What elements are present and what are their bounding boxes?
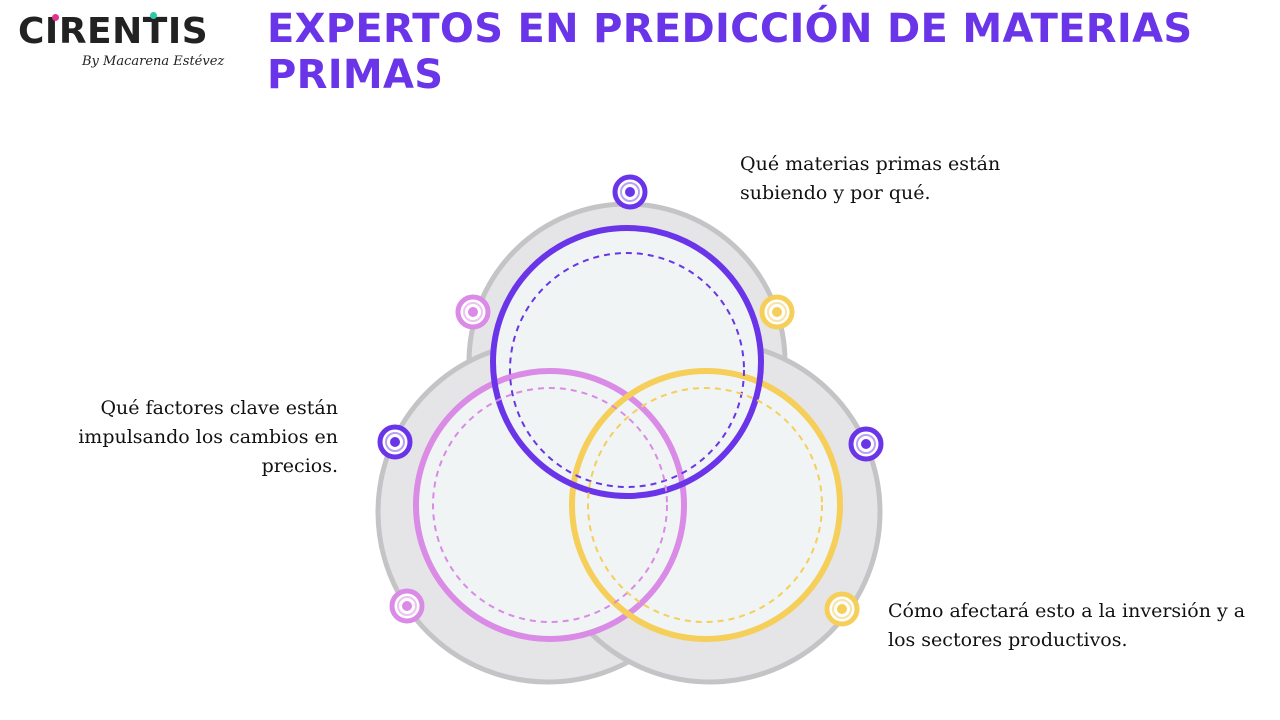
logo-byline: By Macarena Estévez	[82, 54, 225, 69]
page-title: EXPERTOS EN PREDICCIÓN DE MATERIAS PRIMA…	[267, 6, 1193, 98]
label-top-raw-materials: Qué materias primas están subiendo y por…	[740, 153, 1001, 204]
colored-rings	[413, 225, 843, 642]
cirentis-logo: CIRENTIS By Macarena Estévez	[18, 8, 224, 78]
node-bottomright-yellow	[824, 591, 860, 627]
ring-right-fill	[572, 371, 840, 639]
node-markers	[377, 174, 884, 627]
dashed-left	[432, 387, 668, 623]
node-midleft-purple	[377, 424, 413, 460]
dashed-top	[509, 252, 745, 488]
logo-green-dot	[150, 12, 157, 19]
node-bottomleft-pink	[389, 588, 425, 624]
node-midright-purple	[848, 426, 884, 462]
dashed-right	[587, 387, 823, 623]
node-top-purple	[612, 174, 648, 210]
dashed-circles	[432, 252, 823, 623]
ring-top	[490, 225, 764, 499]
logo-wordmark: CIRENTIS	[18, 11, 209, 52]
node-right-yellow	[759, 294, 795, 330]
ring-right	[569, 368, 843, 642]
node-left-pink	[455, 294, 491, 330]
logo-pink-dot	[52, 14, 59, 21]
label-bottom-investment-impact: Cómo afectará esto a la inversión y a lo…	[888, 600, 1246, 651]
ring-left	[413, 368, 687, 642]
label-left-key-factors: Qué factores clave están impulsando los …	[78, 397, 338, 477]
